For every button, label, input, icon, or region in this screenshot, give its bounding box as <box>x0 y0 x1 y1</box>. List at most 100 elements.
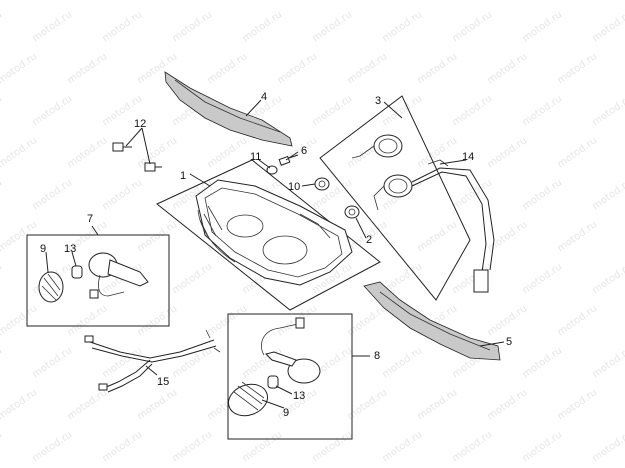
right-turn-signal-housing <box>261 317 321 384</box>
callout-3: 3 <box>375 95 381 107</box>
watermark-text: motod.ru <box>205 0 249 2</box>
callout-13b: 13 <box>293 390 305 402</box>
callout-10: 10 <box>288 181 300 193</box>
harness-assembly-frame <box>319 95 471 301</box>
watermark-text: motod.ru <box>380 345 424 380</box>
callout-14: 14 <box>462 151 474 163</box>
left-turn-signal-bulb <box>71 265 83 279</box>
watermark-text: motod.ru <box>380 429 424 464</box>
watermark-text: motod.ru <box>135 0 179 2</box>
leader-lines <box>45 99 505 409</box>
watermark-text: motod.ru <box>0 93 4 128</box>
callout-8: 8 <box>374 350 380 362</box>
watermark-text: motod.ru <box>415 135 459 170</box>
watermark-text: motod.ru <box>450 9 494 44</box>
watermark-text: motod.ru <box>30 93 74 128</box>
socket-upper <box>351 134 403 159</box>
watermark-text: motod.ru <box>135 219 179 254</box>
callout-12: 12 <box>134 118 146 130</box>
watermark-text: motod.ru <box>555 387 599 422</box>
upper-cover-strip <box>164 71 293 147</box>
watermark-text: motod.ru <box>65 51 109 86</box>
watermark-text: motod.ru <box>345 0 389 2</box>
watermark-text: motod.ru <box>205 135 249 170</box>
watermark-text: motod.ru <box>275 0 319 2</box>
watermark-text: motod.ru <box>0 387 39 422</box>
watermark-text: motod.ru <box>170 429 214 464</box>
callout-6: 6 <box>301 145 307 157</box>
watermark-text: motod.ru <box>310 9 354 44</box>
callout-5: 5 <box>506 336 512 348</box>
headlight-housing <box>195 179 353 286</box>
watermark-text: motod.ru <box>0 0 39 2</box>
wiring-harness <box>411 159 495 293</box>
watermark-text: motod.ru <box>65 0 109 2</box>
wiring-loom <box>84 329 221 393</box>
callout-15: 15 <box>157 376 169 388</box>
watermark-text: motod.ru <box>520 429 564 464</box>
watermark-text: motod.ru <box>450 429 494 464</box>
watermark-text: motod.ru <box>590 261 625 296</box>
callout-4: 4 <box>261 91 267 103</box>
watermark-text: motod.ru <box>380 9 424 44</box>
watermark-text: motod.ru <box>520 177 564 212</box>
watermark-text: motod.ru <box>30 9 74 44</box>
watermark-text: motod.ru <box>0 429 4 464</box>
watermark-text: motod.ru <box>310 429 354 464</box>
watermark-text: motod.ru <box>590 429 625 464</box>
watermark-text: motod.ru <box>30 429 74 464</box>
callout-1: 1 <box>180 170 186 182</box>
watermark-text: motod.ru <box>485 135 529 170</box>
watermark-text: motod.ru <box>520 261 564 296</box>
lower-cover-strip <box>363 281 501 361</box>
watermark-text: motod.ru <box>170 9 214 44</box>
watermark-text: motod.ru <box>100 429 144 464</box>
watermark-text: motod.ru <box>30 345 74 380</box>
watermark-text: motod.ru <box>30 177 74 212</box>
left-turn-signal-housing <box>88 252 149 299</box>
watermark-text: motod.ru <box>0 9 4 44</box>
watermark-text: motod.ru <box>415 51 459 86</box>
watermark-text: motod.ru <box>590 177 625 212</box>
right-turn-signal-bulb <box>267 375 279 389</box>
watermark-text: motod.ru <box>485 0 529 2</box>
headlight-assembly-frame <box>156 159 381 311</box>
watermark-text: motod.ru <box>240 429 284 464</box>
right-turn-signal-lens <box>228 381 268 417</box>
watermark-text: motod.ru <box>240 9 284 44</box>
watermark-text: motod.ru <box>555 51 599 86</box>
callouts: 1 2 3 4 5 6 7 8 9 9 10 11 12 13 13 14 15 <box>40 91 512 419</box>
watermark-text: motod.ru <box>380 93 424 128</box>
callout-13a: 13 <box>64 243 76 255</box>
screw-upper <box>112 142 132 152</box>
watermark-text: motod.ru <box>415 0 459 2</box>
watermark-text: motod.ru <box>0 345 4 380</box>
watermark-text: motod.ru <box>345 51 389 86</box>
watermark-text: motod.ru <box>135 303 179 338</box>
watermark-text: motod.ru <box>0 135 39 170</box>
bulb <box>344 205 360 219</box>
watermark-text: motod.ru <box>555 135 599 170</box>
watermark-text: motod.ru <box>450 177 494 212</box>
watermark-text: motod.ru <box>590 345 625 380</box>
watermark-text: motod.ru <box>170 261 214 296</box>
watermark-text: motod.ru <box>520 9 564 44</box>
callout-11: 11 <box>250 151 261 163</box>
watermark-text: motod.ru <box>485 387 529 422</box>
callout-9a: 9 <box>40 243 46 255</box>
mount-screw <box>278 154 299 166</box>
watermark-text: motod.ru <box>520 93 564 128</box>
callout-2: 2 <box>366 234 372 246</box>
left-turn-signal-lens <box>38 271 64 303</box>
callout-7: 7 <box>87 213 93 225</box>
watermark-text: motod.ru <box>555 0 599 2</box>
watermark-text: motod.ru <box>100 345 144 380</box>
watermark-text: motod.ru <box>0 219 39 254</box>
watermark-text: motod.ru <box>0 177 4 212</box>
watermark-text: motod.ru <box>555 219 599 254</box>
watermark-text: motod.ru <box>590 9 625 44</box>
watermark-text: motod.ru <box>275 51 319 86</box>
watermark-text: motod.ru <box>205 51 249 86</box>
